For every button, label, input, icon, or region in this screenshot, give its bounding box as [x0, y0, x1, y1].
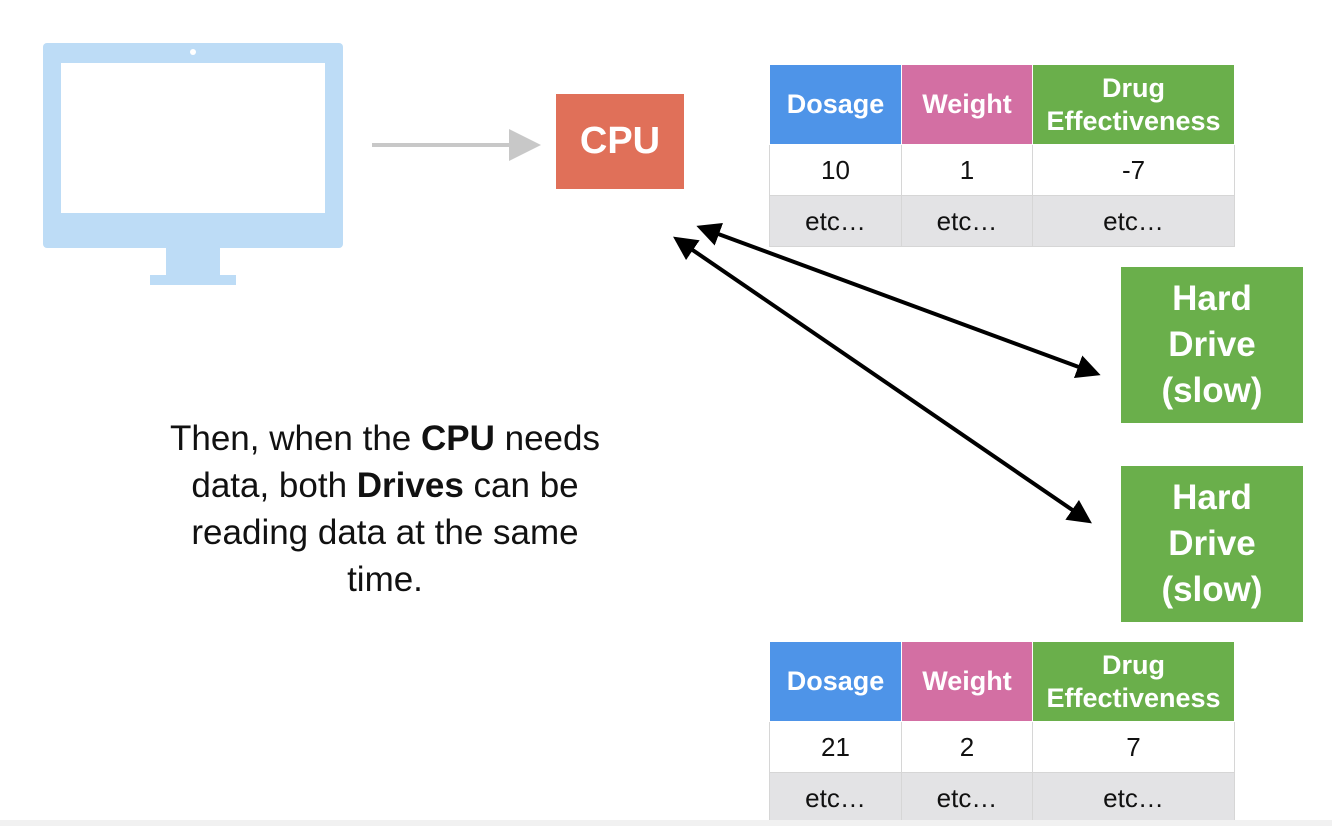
monitor-screen — [43, 43, 343, 248]
cell-weight: 2 — [901, 721, 1033, 773]
table-row: etc… etc… etc… — [769, 772, 1235, 824]
caption-text: Then, when the CPU needs data, both Driv… — [150, 415, 620, 603]
header-weight: Weight — [901, 64, 1033, 145]
drive-label-line: Hard — [1172, 478, 1252, 517]
caption-cpu-bold: CPU — [421, 419, 495, 458]
cell-weight: etc… — [901, 772, 1033, 824]
header-effect-line2: Effectiveness — [1046, 105, 1221, 136]
header-dosage: Dosage — [769, 64, 902, 145]
caption-part1: Then, when the — [170, 419, 421, 458]
header-dosage: Dosage — [769, 641, 902, 722]
drive-label-line: Hard — [1172, 279, 1252, 318]
hard-drive-box-2: Hard Drive (slow) — [1121, 466, 1303, 622]
monitor-display — [61, 63, 325, 213]
cell-dosage: 21 — [769, 721, 902, 773]
drive-label-line: (slow) — [1161, 570, 1263, 609]
caption-drives-bold: Drives — [356, 466, 464, 505]
cell-dosage: etc… — [769, 195, 902, 247]
cell-effectiveness: etc… — [1032, 195, 1235, 247]
caption-part2: needs data, both — [191, 419, 600, 505]
cell-effectiveness: 7 — [1032, 721, 1235, 773]
cpu-drive2-arrow — [673, 236, 1092, 524]
cell-effectiveness: -7 — [1032, 144, 1235, 196]
monitor-stand-neck — [166, 248, 220, 278]
monitor-icon — [43, 43, 343, 285]
hard-drive-box-1: Hard Drive (slow) — [1121, 267, 1303, 423]
monitor-stand-base — [150, 275, 236, 285]
drive-label-line: Drive — [1168, 325, 1256, 364]
monitor-camera — [190, 49, 196, 55]
header-weight: Weight — [901, 641, 1033, 722]
header-effect-line1: Drug — [1102, 72, 1165, 103]
table-row: etc… etc… etc… — [769, 195, 1235, 247]
cpu-label: CPU — [579, 120, 661, 162]
cpu-box: CPU — [556, 94, 684, 189]
cell-effectiveness: etc… — [1032, 772, 1235, 824]
table-row: 10 1 -7 — [769, 144, 1235, 196]
cell-dosage: 10 — [769, 144, 902, 196]
cell-weight: etc… — [901, 195, 1033, 247]
cpu-drive1-arrow — [696, 222, 1101, 379]
header-effect-line1: Drug — [1102, 649, 1165, 680]
caption-part3: can be reading data at the same time. — [191, 466, 579, 599]
table-row: 21 2 7 — [769, 721, 1235, 773]
cell-weight: 1 — [901, 144, 1033, 196]
bottom-edge-bar — [0, 820, 1332, 826]
drive-label-line: Drive — [1168, 524, 1256, 563]
drive-label-line: (slow) — [1161, 371, 1263, 410]
cell-dosage: etc… — [769, 772, 902, 824]
header-effect-line2: Effectiveness — [1046, 682, 1221, 713]
